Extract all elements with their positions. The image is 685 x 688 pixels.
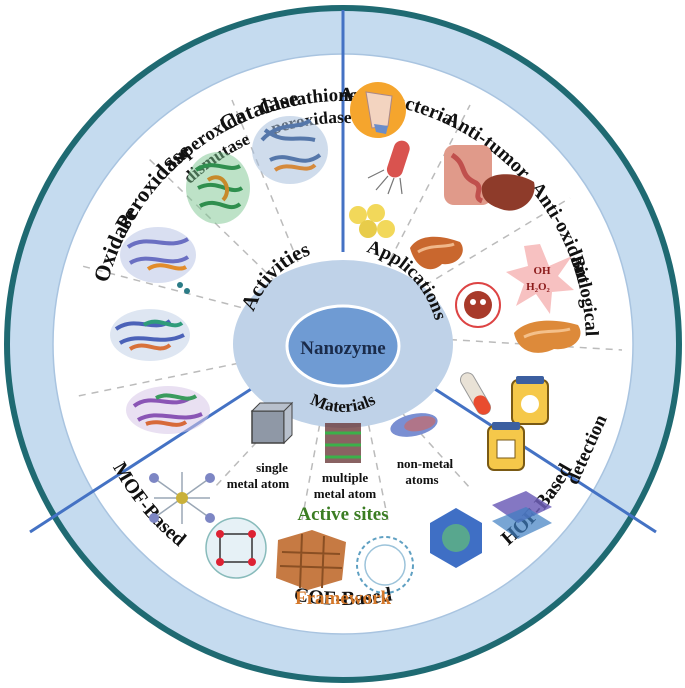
protein-oxidase-illustration (126, 386, 210, 434)
pancreas-illustration (410, 236, 463, 270)
svg-text:multiple: multiple (322, 470, 368, 485)
cof-sheet-illustration (276, 530, 346, 590)
test-tube-illustration (460, 372, 491, 416)
protein-catalase-illustration (186, 152, 250, 224)
dashed-dividers (77, 99, 623, 521)
divider-right (423, 380, 657, 534)
molecule-oh: OH (533, 265, 551, 277)
protein-glutathione-illustration (252, 116, 328, 184)
jar-2-illustration (487, 422, 525, 471)
center-label: Nanozyme (300, 338, 385, 359)
cof-ring-illustration (356, 536, 414, 594)
svg-text:atoms: atoms (405, 472, 438, 487)
svg-text:metal atom: metal atom (314, 486, 377, 501)
intestine-illustration (444, 145, 492, 205)
svg-text:metal atom: metal atom (227, 476, 290, 491)
non-metal-label: non-metal atoms (397, 456, 454, 487)
molecule-h2o2: H₂O₂ (526, 281, 550, 293)
protein-sod-illustration (120, 227, 196, 294)
svg-text:single: single (256, 460, 288, 475)
protein-peroxidase-illustration (110, 309, 190, 361)
bacteria-illustration (367, 140, 410, 195)
multiple-atom-lattice-illustration (325, 423, 361, 463)
ros-star-illustration: OH H₂O₂ (506, 244, 574, 314)
svg-text:non-metal: non-metal (397, 456, 454, 471)
monster-illustration (455, 282, 501, 328)
mof-unit-illustration (205, 517, 267, 579)
non-metal-tube-illustration (390, 413, 438, 437)
center-core (285, 304, 401, 388)
single-atom-cube-illustration (250, 401, 294, 445)
hof-sheet-illustration (492, 491, 552, 539)
spheres-illustration (349, 204, 395, 238)
liver-illustration (481, 174, 535, 211)
divider-left (29, 380, 263, 534)
pancreas-2-illustration (514, 320, 581, 353)
framework-label: Framework (295, 588, 391, 609)
active-sites-label: Active sites (297, 504, 388, 525)
hand-illustration (350, 82, 406, 138)
multiple-metal-label: multiple metal atom (314, 470, 377, 501)
hof-hexagon-illustration (430, 508, 482, 568)
mof-lattice-illustration (149, 472, 215, 524)
single-metal-label: single metal atom (227, 460, 290, 491)
jar-illustration (511, 376, 549, 425)
